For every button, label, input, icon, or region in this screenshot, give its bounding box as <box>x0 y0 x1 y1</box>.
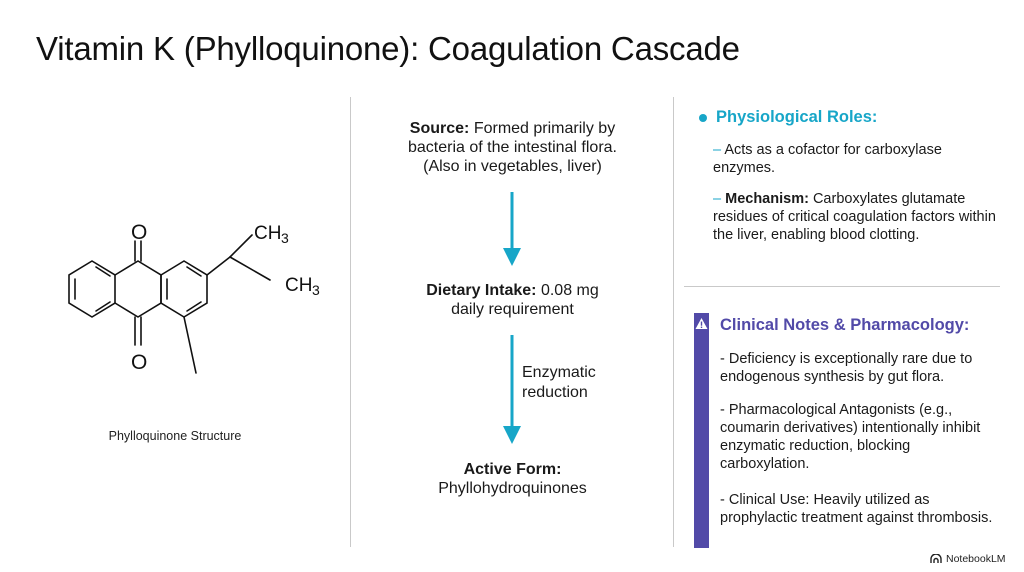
structure-svg: O O CH 3 CH 3 <box>68 221 320 374</box>
left-divider <box>350 97 351 547</box>
reduction-step-label: Enzymatic reduction <box>522 363 642 403</box>
role-item-mechanism: – Mechanism: Carboxylates glutamate resi… <box>713 190 1003 244</box>
roles-heading: Physiological Roles: <box>699 108 877 127</box>
methyl-label-b: CH <box>285 275 312 296</box>
oxygen-bottom-label: O <box>131 351 147 374</box>
active-label: Active Form: <box>463 461 562 478</box>
roles-heading-text: Physiological Roles: <box>716 108 878 126</box>
source-label: Source: <box>409 120 470 137</box>
active-form-block: Active Form: Phyllohydroquinones <box>405 460 620 498</box>
middle-ring <box>114 260 162 318</box>
methyl-label-a: CH <box>254 223 281 244</box>
dash-marker: – <box>713 142 722 158</box>
clinical-heading: Clinical Notes & Pharmacology: <box>720 316 970 334</box>
warning-icon <box>695 318 708 329</box>
methyl-sub-b: 3 <box>312 282 320 298</box>
clinical-item-deficiency: - Deficiency is exceptionally rare due t… <box>720 351 973 385</box>
right-ring <box>160 260 208 318</box>
intake-label: Dietary Intake: <box>426 282 537 299</box>
brand-name: NotebookLM <box>946 553 1006 565</box>
structure-caption: Phylloquinone Structure <box>108 429 242 443</box>
clinical-item-use: - Clinical Use: Heavily utilized as prop… <box>720 492 993 526</box>
right-section-divider <box>684 286 1000 287</box>
intake-block: Dietary Intake: 0.08 mg daily requiremen… <box>400 281 625 319</box>
phylloquinone-structure-diagram: O O CH 3 CH 3 <box>30 205 350 395</box>
source-block: Source: Formed primarily by bacteria of … <box>385 119 640 176</box>
role-item1-text: Acts as a cofactor for carboxylase enzym… <box>713 142 942 176</box>
notebooklm-logo-icon <box>930 554 942 563</box>
source-text: Formed primarily by <box>473 120 616 137</box>
role-item2-text: Carboxylates glutamate residues of criti… <box>713 191 996 243</box>
right-divider <box>673 97 674 547</box>
methyl-sub-a: 3 <box>281 230 289 246</box>
clinical-item-antagonists: - Pharmacological Antagonists (e.g., cou… <box>720 402 981 472</box>
intake-text: 0.08 mg <box>540 282 599 299</box>
source-line2: bacteria of the intestinal flora. <box>407 139 617 156</box>
page-title: Vitamin K (Phylloquinone): Coagulation C… <box>36 30 740 67</box>
dot-icon <box>699 113 707 122</box>
arrow-down-icon <box>502 335 522 445</box>
active-text: Phyllohydroquinones <box>438 480 587 497</box>
step-line2: reduction <box>522 384 588 401</box>
arrow-down-icon <box>502 192 522 267</box>
mechanism-label: Mechanism: <box>725 191 809 207</box>
oxygen-top-label: O <box>131 221 147 244</box>
left-ring <box>68 260 116 318</box>
clinical-accent-bar <box>694 313 709 548</box>
role-item-cofactor: – Acts as a cofactor for carboxylase enz… <box>713 141 1003 177</box>
brand-footer: NotebookLM <box>930 553 1006 565</box>
step-line1: Enzymatic <box>522 364 596 381</box>
dash-marker: – <box>713 191 722 207</box>
intake-line2: daily requirement <box>451 301 574 318</box>
source-line3: (Also in vegetables, liver) <box>423 158 602 175</box>
